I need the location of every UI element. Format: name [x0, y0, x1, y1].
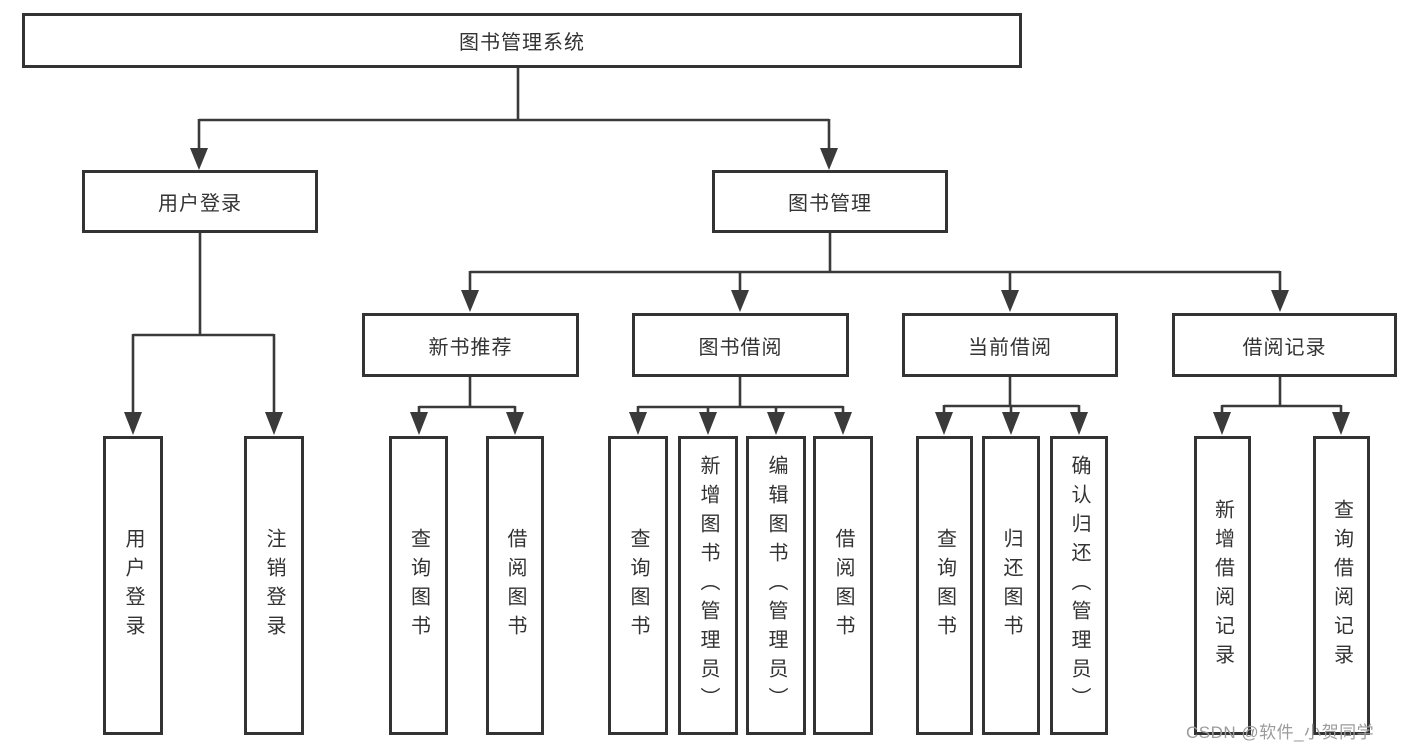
node-user-login: 用户登录: [82, 170, 318, 233]
node-book-borrowing: 图书借阅: [632, 313, 849, 377]
connector-new-book-branch: [410, 377, 524, 435]
leaf-label: 借阅图书: [504, 527, 526, 644]
node-new-book-recommend: 新书推荐: [362, 313, 579, 377]
connector-user-login-branch: [124, 233, 283, 435]
leaf-label: 编辑图书（管理员）: [765, 455, 787, 716]
leaf-add-book-admin: 新增图书（管理员）: [678, 436, 738, 735]
node-label: 图书借阅: [698, 336, 783, 359]
leaf-query-borrow-record: 查询借阅记录: [1313, 436, 1370, 735]
connector-borrowing-records-branch: [1213, 377, 1350, 435]
connector-current-borrowing-branch: [935, 377, 1088, 435]
node-label: 图书管理: [788, 193, 872, 215]
leaf-label: 查询图书: [933, 527, 956, 644]
leaf-label: 归还图书: [1000, 527, 1022, 644]
leaf-label: 用户登录: [122, 527, 144, 644]
leaf-add-borrow-record: 新增借阅记录: [1194, 436, 1251, 735]
connector-root-to-level1: [190, 68, 838, 170]
node-label: 用户登录: [158, 193, 242, 215]
leaf-label: 查询借阅记录: [1330, 498, 1353, 673]
leaf-borrow-books: 借阅图书: [813, 436, 873, 735]
leaf-query-books-borrowing: 查询图书: [608, 436, 668, 735]
leaf-label: 确认归还（管理员）: [1068, 455, 1090, 716]
connector-book-borrowing-branch: [629, 377, 852, 435]
watermark-text: CSDN @软件_小贺同学: [1186, 723, 1375, 742]
leaf-label: 新增图书（管理员）: [697, 455, 719, 716]
connector-book-mgmt-to-level2: [461, 233, 1289, 312]
leaf-user-login: 用户登录: [103, 436, 163, 735]
leaf-label: 借阅图书: [832, 527, 854, 644]
node-label: 新书推荐: [428, 336, 513, 359]
node-label: 借阅记录: [1242, 336, 1327, 359]
leaf-label: 查询图书: [407, 527, 430, 644]
leaf-label: 注销登录: [263, 527, 285, 644]
node-book-management: 图书管理: [712, 170, 948, 233]
leaf-confirm-return-admin: 确认归还（管理员）: [1050, 436, 1108, 735]
leaf-query-books-current: 查询图书: [916, 436, 973, 735]
node-current-borrowing: 当前借阅: [902, 313, 1118, 377]
leaf-return-books: 归还图书: [982, 436, 1040, 735]
leaf-query-books-recommend: 查询图书: [389, 436, 448, 735]
leaf-label: 新增借阅记录: [1211, 498, 1234, 673]
leaf-logout: 注销登录: [244, 436, 304, 735]
node-label: 图书管理系统: [459, 32, 585, 54]
leaf-edit-book-admin: 编辑图书（管理员）: [746, 436, 806, 735]
node-label: 当前借阅: [968, 336, 1052, 359]
node-library-system: 图书管理系统: [22, 13, 1022, 68]
leaf-label: 查询图书: [627, 527, 649, 644]
node-borrowing-records: 借阅记录: [1172, 313, 1397, 377]
leaf-borrow-books-recommend: 借阅图书: [486, 436, 544, 735]
